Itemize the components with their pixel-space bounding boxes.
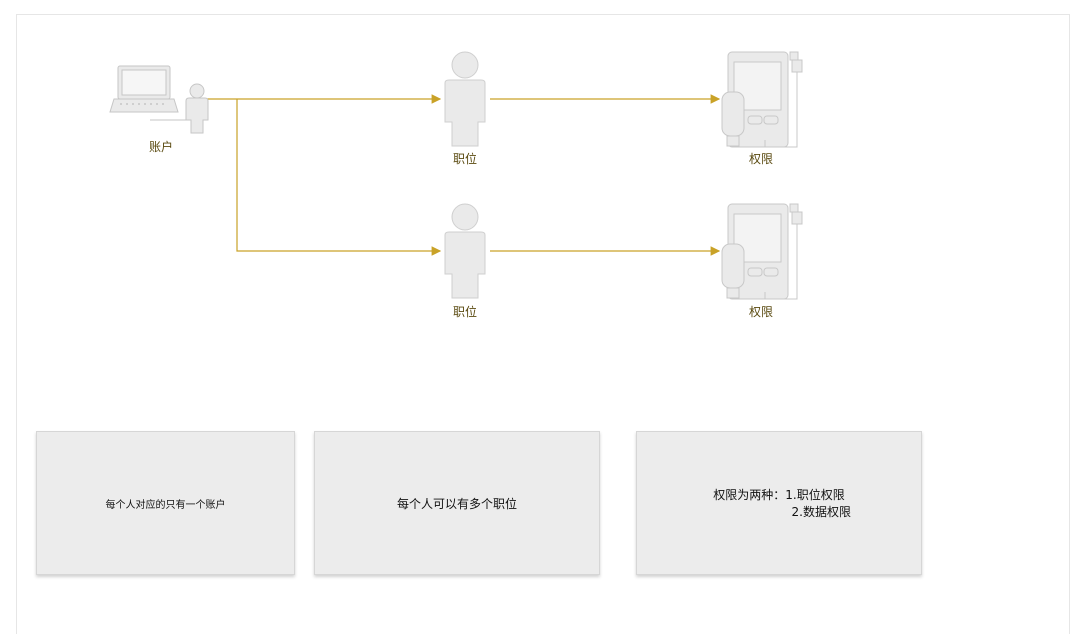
note-account: 每个人对应的只有一个账户 [36, 431, 295, 575]
note-position: 每个人可以有多个职位 [314, 431, 600, 575]
laptop-icon [109, 65, 186, 121]
account-label: 账户 [148, 140, 173, 154]
account-person-icon [185, 83, 209, 134]
permission-label-1: 权限 [748, 152, 773, 166]
note-permission-line-1: 权限为两种：1.职位权限 [713, 488, 845, 502]
permission-device-icon-2 [721, 203, 803, 300]
permission-device-icon-1 [721, 51, 803, 148]
note-permission-line-2: 2.数据权限 [791, 505, 851, 519]
connector-account-position-2 [236, 99, 442, 256]
note-account-text: 每个人对应的只有一个账户 [105, 499, 226, 511]
position-label-1: 职位 [452, 152, 477, 166]
permission-label-2: 权限 [748, 305, 773, 319]
position-label-2: 职位 [452, 305, 477, 319]
note-permission: 权限为两种：1.职位权限 2.数据权限 [636, 431, 922, 575]
position-person-icon-2 [444, 203, 486, 299]
position-person-icon-1 [444, 51, 486, 147]
connectors [206, 94, 721, 256]
note-position-text: 每个人可以有多个职位 [396, 496, 517, 511]
